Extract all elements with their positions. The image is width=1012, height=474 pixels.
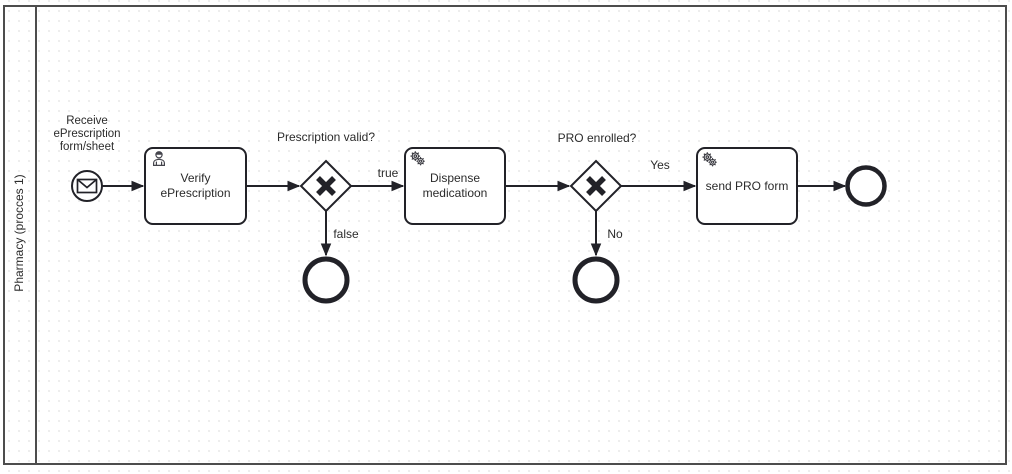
gateway-prescription-valid[interactable] [299, 159, 353, 213]
x-gateway-marker [316, 176, 336, 196]
envelope-icon [76, 178, 98, 194]
start-event-receive-eprescription[interactable] [71, 170, 103, 202]
task-verify-eprescription[interactable] [144, 147, 247, 225]
gateway-pro-enrolled[interactable] [569, 159, 623, 213]
end-event-done[interactable] [845, 165, 887, 207]
x-gateway-marker [586, 176, 606, 196]
end-event-not-enrolled[interactable] [572, 256, 620, 304]
sequence-flows [102, 180, 847, 257]
user-icon [153, 151, 165, 166]
end-event-invalid[interactable] [302, 256, 350, 304]
task-dispense-medication[interactable] [404, 147, 506, 225]
pool-pharmacy[interactable] [3, 5, 1007, 465]
task-send-pro-form[interactable] [696, 147, 798, 225]
